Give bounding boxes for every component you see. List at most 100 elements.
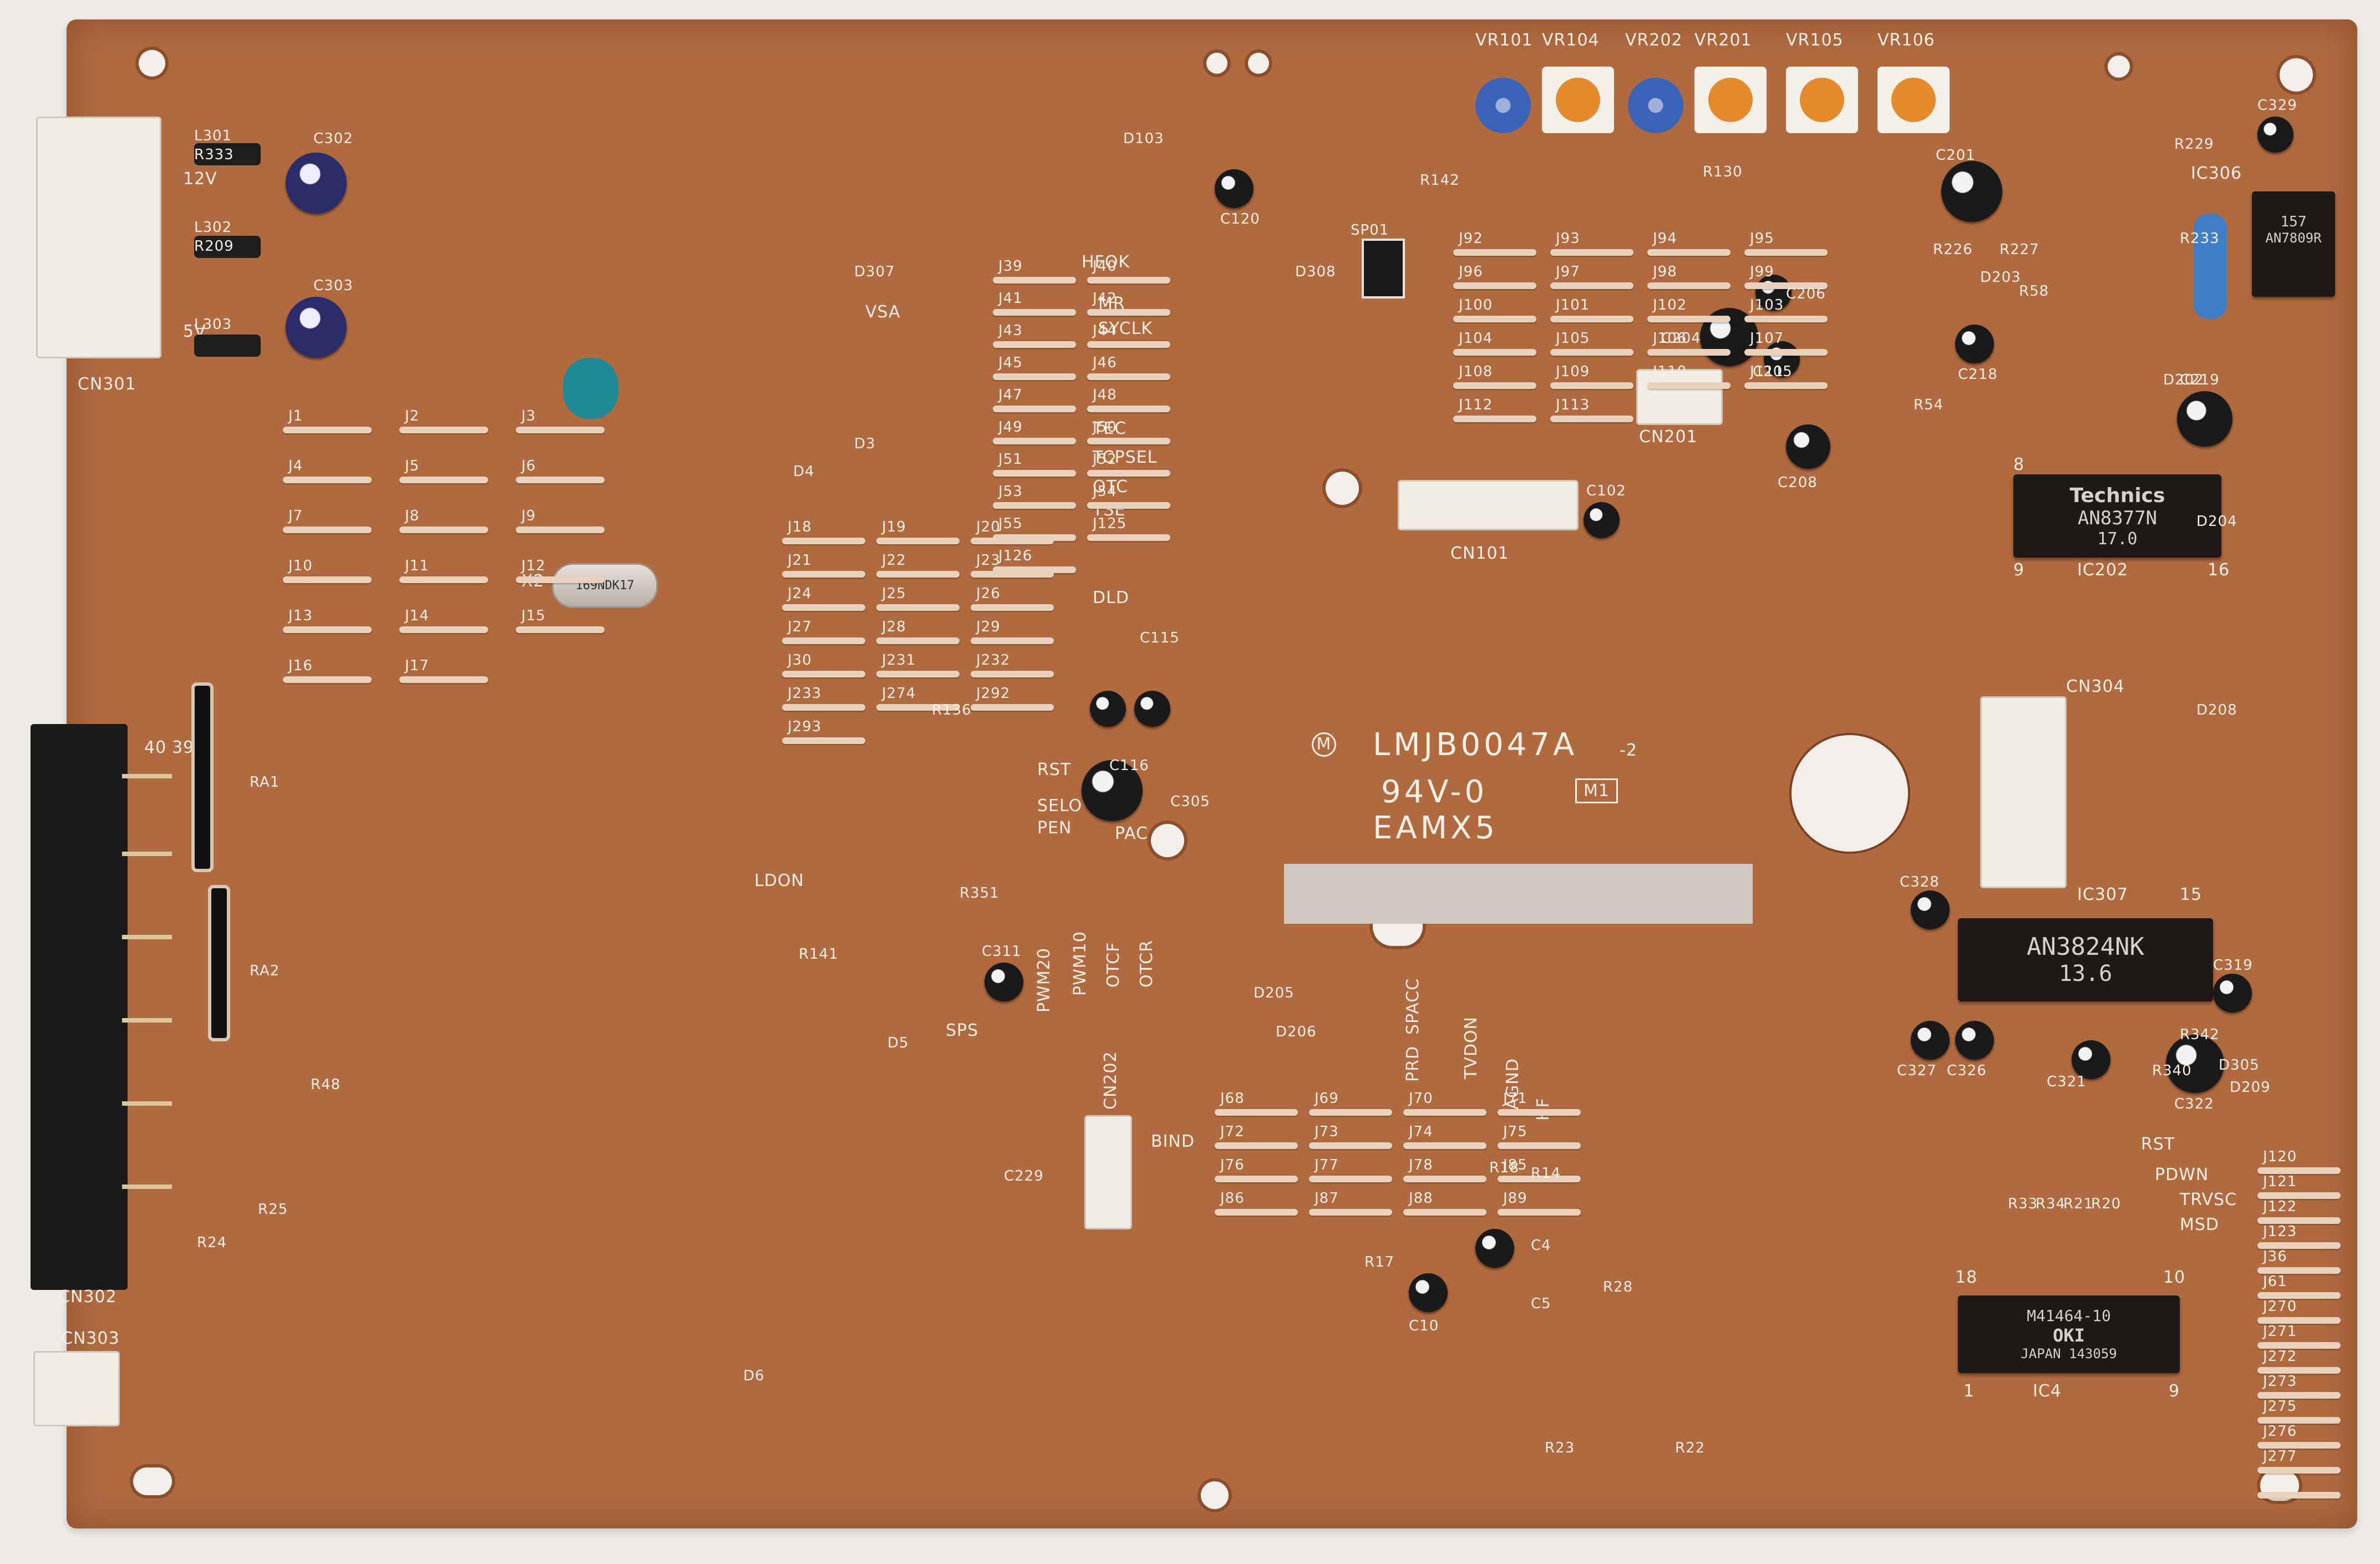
reference-label: SP01 [1351,222,1389,239]
voltage-label: 12V [183,169,217,189]
blue-trimmer[interactable] [1628,78,1683,133]
mounting-hole [1248,53,1269,74]
jumper-label: J70 [1409,1090,1433,1107]
jumper-label: J123 [2263,1223,2297,1240]
reference-label: C4 [1531,1237,1551,1254]
orange-trimmer[interactable] [1694,67,1767,133]
jumper-wire [1087,438,1170,444]
electrolytic-capacitor [1911,890,1950,929]
reference-label: C218 [1958,366,1998,383]
jumper-wire [2257,1342,2341,1349]
jumper-wire [516,626,605,633]
jumper-label: J6 [521,458,536,474]
jumper-wire [283,626,372,633]
jumper-wire [782,671,865,677]
jumper-label: J75 [1503,1123,1528,1140]
jumper-label: J24 [788,585,812,602]
jumper-label: J69 [1315,1090,1339,1107]
jumper-wire [1087,277,1170,284]
mounting-hole [1201,1481,1229,1509]
orange-trimmer[interactable] [1877,67,1950,133]
jumper-label: J29 [976,619,1001,635]
jumper-wire [993,373,1076,380]
jumper-label: J13 [288,608,313,624]
jumper-label: J15 [521,608,546,624]
jumper-label: J43 [998,322,1023,339]
signal-label: RST [1037,760,1072,780]
jumper-wire [1403,1109,1486,1116]
jumper-label: J25 [882,585,906,602]
jumper-wire [2257,1292,2341,1299]
jumper-label: J28 [882,619,906,635]
jumper-wire [1744,282,1828,289]
jumper-label: J5 [405,458,420,474]
reference-label: R22 [1675,1440,1706,1456]
jumper-wire [1550,316,1633,322]
jumper-label: J125 [1093,515,1127,532]
jumper-wire [1550,282,1633,289]
jumper-label: J273 [2263,1373,2297,1390]
jumper-wire [1498,1176,1581,1182]
jumper-label: J2 [405,408,420,424]
ic-chip: M41464-10 OKI JAPAN 143059 [1958,1295,2180,1373]
jumper-label: J96 [1459,264,1483,280]
signal-label: PAC [1115,824,1149,843]
jumper-wire [1453,416,1536,422]
jumper-label: J10 [288,558,313,574]
jumper-wire [1647,249,1731,256]
orange-trimmer[interactable] [1786,67,1858,133]
board-code: EAMX5 [1373,810,1498,846]
reference-label: D307 [854,264,895,280]
jumper-label: J49 [998,419,1023,436]
orange-trimmer[interactable] [1542,67,1614,133]
jumper-label: J53 [998,483,1023,500]
small-connector [1084,1115,1132,1229]
ic-part: AN3824NK [2027,933,2144,961]
jumper-wire [399,676,488,683]
blue-trimmer[interactable] [1475,78,1531,133]
inductor [194,335,261,357]
jumper-label: J16 [288,657,313,674]
jumper-wire [1087,309,1170,316]
reference-label: R48 [311,1076,341,1093]
jumper-wire [1087,406,1170,412]
signal-label: VSA [865,302,901,322]
jumper-label: J122 [2263,1198,2297,1215]
ic-ref: IC202 [2077,560,2129,580]
jumper-wire [1087,341,1170,348]
signal-label: PEN [1037,818,1072,838]
jumper-wire [876,671,960,677]
ribbon-connector [31,724,128,1290]
reference-label: D205 [1254,985,1295,1001]
jumper-wire [2257,1392,2341,1399]
ceramic-capacitor [563,358,618,419]
reference-label: C5 [1531,1295,1551,1312]
jumper-wire [1647,282,1731,289]
electrolytic-capacitor [1090,691,1126,727]
reference-label: D305 [2219,1057,2260,1074]
reference-label: R20 [2091,1196,2122,1212]
reference-label: D5 [887,1035,909,1051]
reference-label: C328 [1900,874,1940,890]
jumper-label: J48 [1093,387,1117,403]
jumper-label: J23 [976,552,1001,569]
reference-label: R227 [2000,241,2039,258]
push-switch[interactable] [1362,239,1405,298]
jumper-wire [782,604,865,611]
jumper-label: J51 [998,451,1023,468]
jumper-label: J293 [788,718,822,735]
blank-label-area [1284,864,1753,924]
jumper-label: J106 [1653,330,1687,347]
connector-label: CN101 [1450,544,1509,563]
jumper-wire [516,477,605,483]
trimmer-label: VR106 [1877,31,1935,50]
reference-label: C219 [2180,372,2220,388]
reference-label: R17 [1364,1254,1395,1271]
connector-label: CN303 [61,1329,120,1348]
jumper-label: J50 [1093,419,1117,436]
large-cutout-hole [1792,735,1908,852]
jumper-label: J87 [1315,1190,1339,1207]
reference-label: RA2 [250,963,280,979]
jumper-wire [1309,1209,1392,1216]
